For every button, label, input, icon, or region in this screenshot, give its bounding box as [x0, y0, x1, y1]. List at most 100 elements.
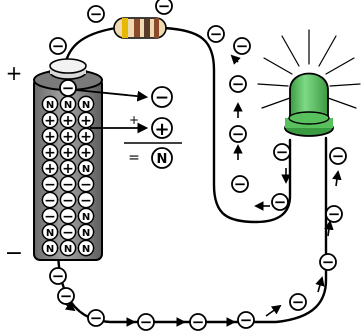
wire-electron-symbol: −: [236, 37, 249, 55]
battery-particle: N: [41, 223, 59, 241]
wire-top-right: [162, 26, 292, 224]
wire-electron: −: [137, 313, 155, 331]
wire-electron: −: [229, 75, 247, 93]
wire-electrons: −−−−−−−−−−−−−−−−−−−−: [49, 0, 347, 331]
battery-particle-symbol: −: [80, 193, 92, 209]
battery-particle: −: [59, 207, 77, 225]
legend-neutron-circle: [151, 147, 173, 169]
legend-proton-symbol: +: [154, 119, 169, 140]
battery-particle: +: [59, 143, 77, 161]
legend-neutron-sign: =: [128, 150, 140, 166]
wire-electron-symbol: −: [192, 313, 205, 331]
battery-particle: N: [41, 95, 59, 113]
battery-particle-symbol: N: [82, 100, 90, 111]
wire-electron-symbol: −: [328, 205, 341, 223]
wire-electron-symbol: −: [90, 309, 103, 327]
wire-electron-symbol: −: [276, 143, 289, 161]
battery-particle: +: [41, 127, 59, 145]
battery-particle-symbol: −: [62, 177, 74, 193]
wire-electron: −: [229, 125, 247, 143]
battery-particle: +: [77, 127, 95, 145]
battery-particle: N: [77, 159, 95, 177]
battery-particle: +: [77, 111, 95, 129]
wire-electron: −: [325, 205, 343, 223]
battery-particle: +: [59, 111, 77, 129]
battery-particle-symbol: −: [62, 209, 74, 225]
legend-electron-circle: [151, 86, 173, 108]
battery-top-electron-symbol: −: [62, 79, 75, 97]
wire-electron: −: [289, 293, 307, 311]
wire-electron-symbol: −: [60, 287, 73, 305]
electron-flow-arrows: [59, 54, 342, 327]
wire-electron: −: [87, 309, 105, 327]
battery-minus-sign: −: [5, 241, 23, 266]
battery-particle-symbol: +: [62, 145, 74, 161]
battery-particle: N: [59, 239, 77, 257]
wire-electron-symbol: −: [232, 75, 245, 93]
battery-particle-symbol: −: [80, 177, 92, 193]
wire-electron: −: [319, 253, 337, 271]
battery-particle: +: [59, 159, 77, 177]
legend-arrow-electron: [75, 89, 149, 102]
wire-electron: −: [87, 5, 105, 23]
wire-electron-symbol: −: [240, 311, 253, 329]
wire-electron-symbol: −: [52, 267, 65, 285]
battery-particle-symbol: +: [44, 113, 56, 129]
battery-particle-symbol: −: [44, 193, 56, 209]
battery-particle: +: [59, 127, 77, 145]
wire-electron: −: [49, 267, 67, 285]
battery-particle-symbol: N: [82, 228, 90, 239]
battery-particle: N: [59, 95, 77, 113]
legend-neutron-symbol: N: [157, 152, 168, 167]
wire-electron: −: [207, 25, 225, 43]
battery-top-electron: −: [59, 79, 77, 97]
battery-particle-symbol: N: [64, 244, 72, 255]
battery-particle-symbol: N: [46, 100, 54, 111]
flow-arrow: [332, 170, 342, 187]
battery-particle-symbol: +: [80, 145, 92, 161]
wire-electron: −: [231, 175, 249, 193]
wire-electron-symbol: −: [292, 293, 305, 311]
battery-particle: −: [59, 223, 77, 241]
battery-particle: N: [77, 207, 95, 225]
battery-particle-symbol: N: [46, 228, 54, 239]
legend-arrows: [75, 89, 149, 134]
battery-particle: −: [41, 191, 59, 209]
battery-particle-symbol: +: [44, 161, 56, 177]
battery-particle-symbol: +: [44, 145, 56, 161]
wire-electron-symbol: −: [232, 125, 245, 143]
flow-arrow: [230, 54, 241, 65]
battery-particle: −: [41, 207, 59, 225]
battery-particle-symbol: N: [64, 100, 72, 111]
flow-arrow: [315, 276, 325, 293]
wire-electron: −: [271, 193, 289, 211]
legend-proton-sign: +: [129, 113, 139, 127]
wire-electron: −: [189, 313, 207, 331]
battery-particle-symbol: +: [44, 129, 56, 145]
wire-electron: −: [57, 287, 75, 305]
wire-electron-symbol: −: [234, 175, 247, 193]
battery-particle: +: [41, 143, 59, 161]
battery-particle: +: [41, 159, 59, 177]
wire-electron-symbol: −: [52, 37, 65, 55]
legend-proton-circle: [151, 117, 173, 139]
flow-arrow: [324, 220, 334, 237]
wire-electron-symbol: −: [158, 0, 171, 15]
battery-particle: +: [41, 111, 59, 129]
wire-electron: −: [49, 37, 67, 55]
wire-electron-symbol: −: [274, 193, 287, 211]
battery-particle-symbol: +: [62, 129, 74, 145]
battery-particle: −: [59, 191, 77, 209]
battery-particle: −: [77, 191, 95, 209]
battery-particle: −: [59, 175, 77, 193]
flow-arrow: [265, 304, 282, 317]
battery-particle-symbol: N: [82, 244, 90, 255]
wire-electron-symbol: −: [140, 313, 153, 331]
wire-electron: −: [329, 147, 347, 165]
battery-particle-symbol: −: [44, 177, 56, 193]
battery-particle-symbol: −: [62, 193, 74, 209]
battery-particle: −: [77, 175, 95, 193]
